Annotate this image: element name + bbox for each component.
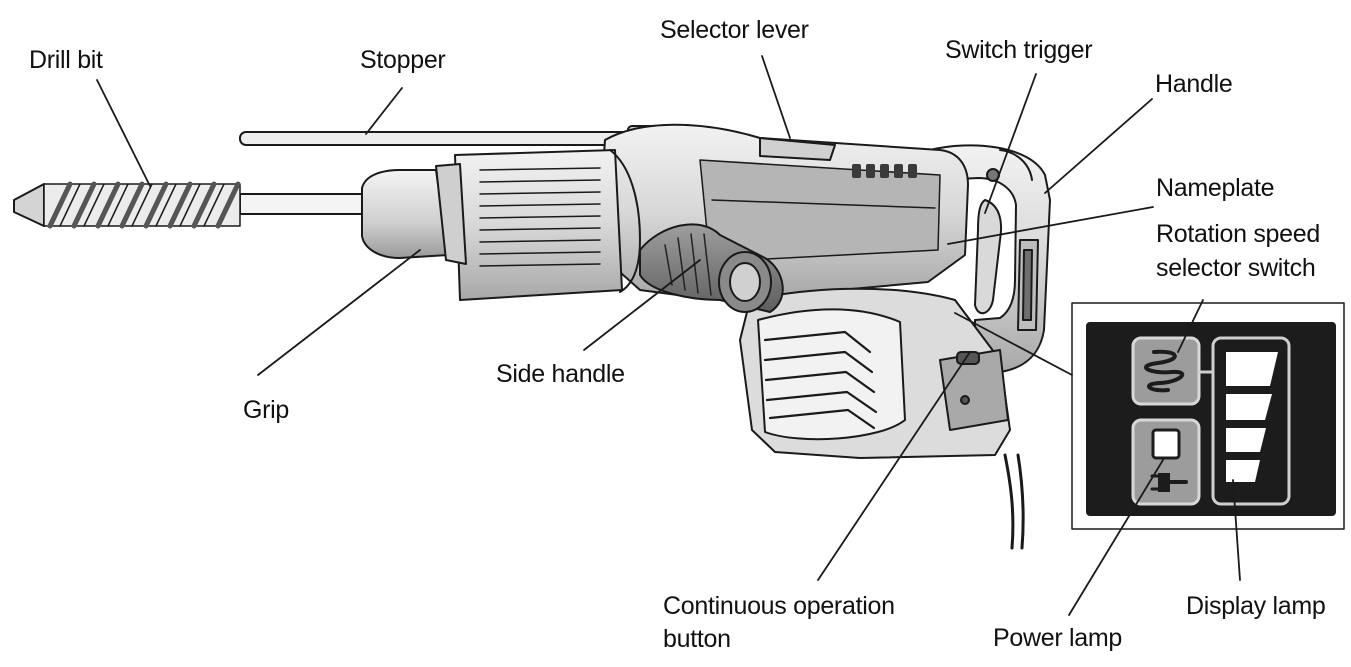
label-handle: Handle bbox=[1155, 70, 1233, 98]
switch-trigger bbox=[974, 199, 1003, 315]
label-switch-trigger: Switch trigger bbox=[945, 36, 1093, 64]
drill-spiral-icon bbox=[1144, 349, 1185, 393]
vent-slots bbox=[852, 164, 917, 178]
display-lamps bbox=[1226, 352, 1278, 482]
label-grip: Grip bbox=[243, 396, 290, 424]
label-rotation-speed-line1: Rotation speed bbox=[1156, 220, 1320, 248]
label-selector-lever: Selector lever bbox=[660, 16, 809, 44]
barrel bbox=[454, 149, 641, 301]
label-power-lamp: Power lamp bbox=[993, 624, 1122, 652]
label-rotation-speed-line2: selector switch bbox=[1156, 254, 1316, 282]
leader-lines bbox=[96, 55, 1241, 616]
lower-housing bbox=[739, 287, 1025, 550]
label-side-handle: Side handle bbox=[496, 360, 625, 388]
rear-handle bbox=[929, 144, 1051, 373]
power-plug-icon bbox=[1150, 473, 1188, 492]
side-handle bbox=[639, 223, 784, 313]
label-display-lamp: Display lamp bbox=[1186, 592, 1326, 620]
control-panel-callout bbox=[1071, 302, 1345, 530]
label-nameplate: Nameplate bbox=[1156, 174, 1275, 202]
label-stopper: Stopper bbox=[360, 46, 446, 74]
grip bbox=[361, 163, 467, 265]
label-continuous-line1: Continuous operation bbox=[663, 592, 895, 620]
label-drill-bit: Drill bit bbox=[29, 46, 103, 74]
label-continuous-line2: button bbox=[663, 625, 731, 653]
drill-bit bbox=[13, 181, 366, 229]
